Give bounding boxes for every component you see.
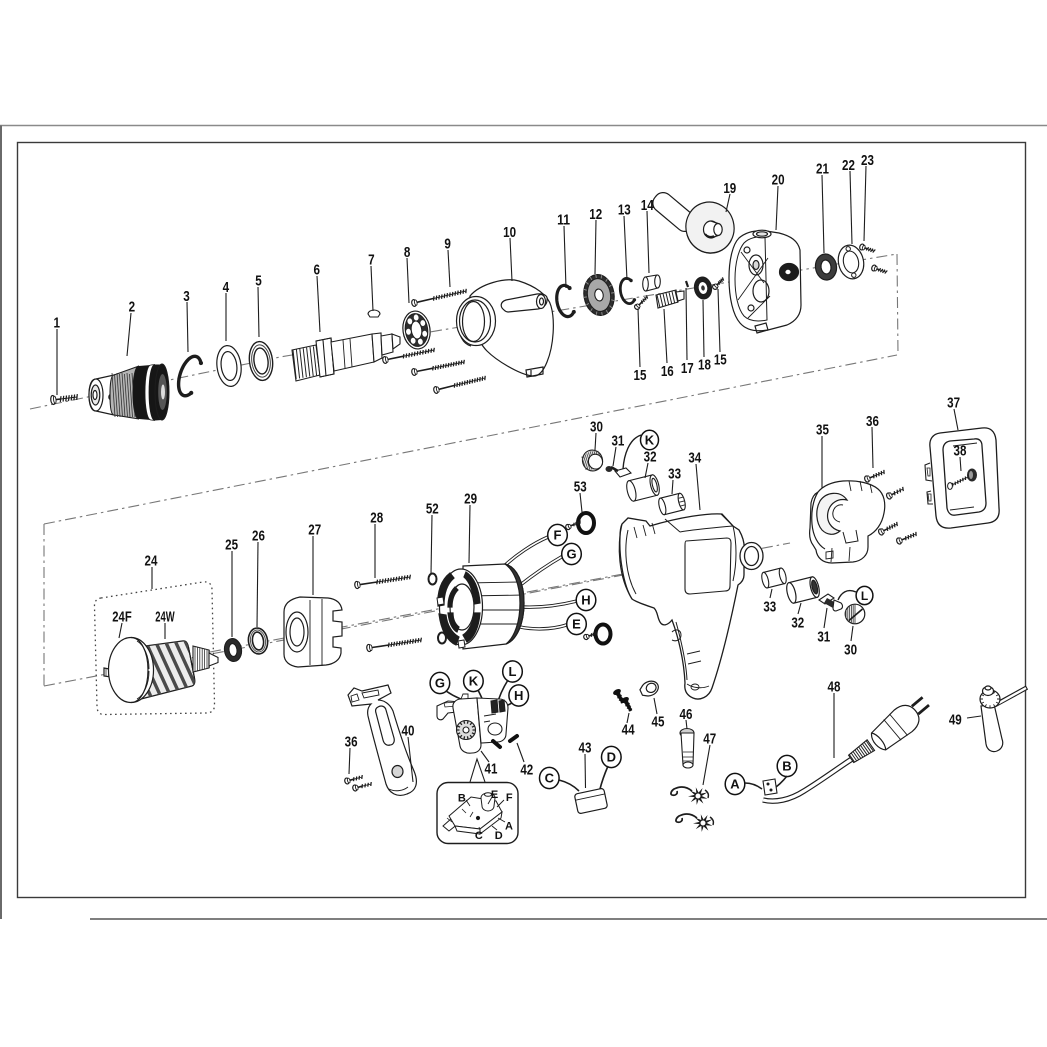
svg-text:2: 2 bbox=[129, 298, 136, 315]
svg-text:36: 36 bbox=[345, 733, 358, 750]
svg-text:31: 31 bbox=[817, 628, 830, 645]
svg-text:G: G bbox=[435, 676, 445, 691]
svg-text:48: 48 bbox=[828, 678, 841, 695]
svg-text:28: 28 bbox=[370, 509, 383, 526]
svg-text:K: K bbox=[645, 433, 655, 448]
svg-text:7: 7 bbox=[368, 251, 375, 268]
svg-text:40: 40 bbox=[402, 722, 415, 739]
svg-text:37: 37 bbox=[947, 394, 960, 411]
svg-text:14: 14 bbox=[641, 197, 654, 214]
svg-text:B: B bbox=[782, 759, 791, 774]
svg-text:26: 26 bbox=[252, 527, 265, 544]
svg-text:8: 8 bbox=[404, 244, 411, 261]
svg-text:21: 21 bbox=[816, 160, 829, 177]
svg-text:15: 15 bbox=[634, 367, 647, 384]
svg-text:32: 32 bbox=[791, 614, 804, 631]
svg-text:22: 22 bbox=[842, 157, 855, 174]
svg-text:A: A bbox=[505, 820, 513, 832]
svg-text:F: F bbox=[554, 528, 562, 543]
svg-text:49: 49 bbox=[949, 711, 962, 728]
svg-text:1: 1 bbox=[53, 314, 60, 331]
svg-text:K: K bbox=[469, 674, 479, 689]
svg-text:C: C bbox=[475, 830, 483, 842]
svg-text:23: 23 bbox=[861, 152, 874, 169]
svg-text:5: 5 bbox=[255, 272, 262, 289]
svg-text:11: 11 bbox=[557, 211, 570, 228]
svg-text:46: 46 bbox=[680, 706, 693, 723]
svg-text:24: 24 bbox=[145, 552, 158, 569]
svg-text:17: 17 bbox=[681, 360, 694, 377]
svg-text:E: E bbox=[572, 617, 581, 632]
svg-text:33: 33 bbox=[668, 465, 681, 482]
svg-text:19: 19 bbox=[723, 180, 736, 197]
svg-text:42: 42 bbox=[520, 761, 533, 778]
svg-text:20: 20 bbox=[772, 171, 785, 188]
svg-text:L: L bbox=[509, 664, 517, 679]
svg-text:6: 6 bbox=[314, 261, 321, 278]
svg-text:38: 38 bbox=[954, 442, 967, 459]
svg-text:35: 35 bbox=[816, 421, 829, 438]
svg-text:10: 10 bbox=[503, 224, 516, 241]
svg-text:F: F bbox=[506, 792, 513, 804]
svg-text:D: D bbox=[495, 830, 503, 842]
svg-text:A: A bbox=[730, 777, 740, 792]
svg-text:34: 34 bbox=[688, 449, 701, 466]
svg-text:9: 9 bbox=[444, 235, 451, 252]
svg-text:32: 32 bbox=[644, 448, 657, 465]
svg-text:30: 30 bbox=[844, 641, 857, 658]
svg-text:12: 12 bbox=[589, 206, 602, 223]
svg-text:47: 47 bbox=[703, 730, 716, 747]
svg-text:16: 16 bbox=[661, 363, 674, 380]
svg-text:18: 18 bbox=[698, 356, 711, 373]
svg-text:29: 29 bbox=[464, 490, 477, 507]
svg-text:H: H bbox=[581, 593, 590, 608]
svg-text:31: 31 bbox=[611, 432, 624, 449]
svg-text:3: 3 bbox=[183, 288, 190, 305]
svg-text:30: 30 bbox=[590, 418, 603, 435]
svg-text:24F: 24F bbox=[112, 608, 131, 625]
svg-text:4: 4 bbox=[223, 279, 230, 296]
svg-text:D: D bbox=[607, 750, 616, 765]
svg-text:45: 45 bbox=[652, 713, 665, 730]
svg-text:C: C bbox=[545, 771, 555, 786]
svg-text:43: 43 bbox=[579, 739, 592, 756]
svg-text:27: 27 bbox=[308, 521, 321, 538]
svg-text:15: 15 bbox=[714, 351, 727, 368]
svg-text:24W: 24W bbox=[155, 608, 175, 625]
svg-text:52: 52 bbox=[426, 500, 439, 517]
svg-text:36: 36 bbox=[866, 413, 879, 430]
svg-text:E: E bbox=[491, 789, 498, 801]
svg-text:25: 25 bbox=[225, 536, 238, 553]
svg-text:G: G bbox=[566, 547, 576, 562]
svg-text:L: L bbox=[861, 589, 868, 603]
svg-text:53: 53 bbox=[574, 478, 587, 495]
svg-text:H: H bbox=[514, 688, 523, 703]
svg-text:44: 44 bbox=[622, 721, 635, 738]
svg-text:13: 13 bbox=[618, 201, 631, 218]
svg-text:B: B bbox=[458, 792, 466, 804]
svg-text:41: 41 bbox=[485, 760, 498, 777]
svg-text:33: 33 bbox=[763, 598, 776, 615]
